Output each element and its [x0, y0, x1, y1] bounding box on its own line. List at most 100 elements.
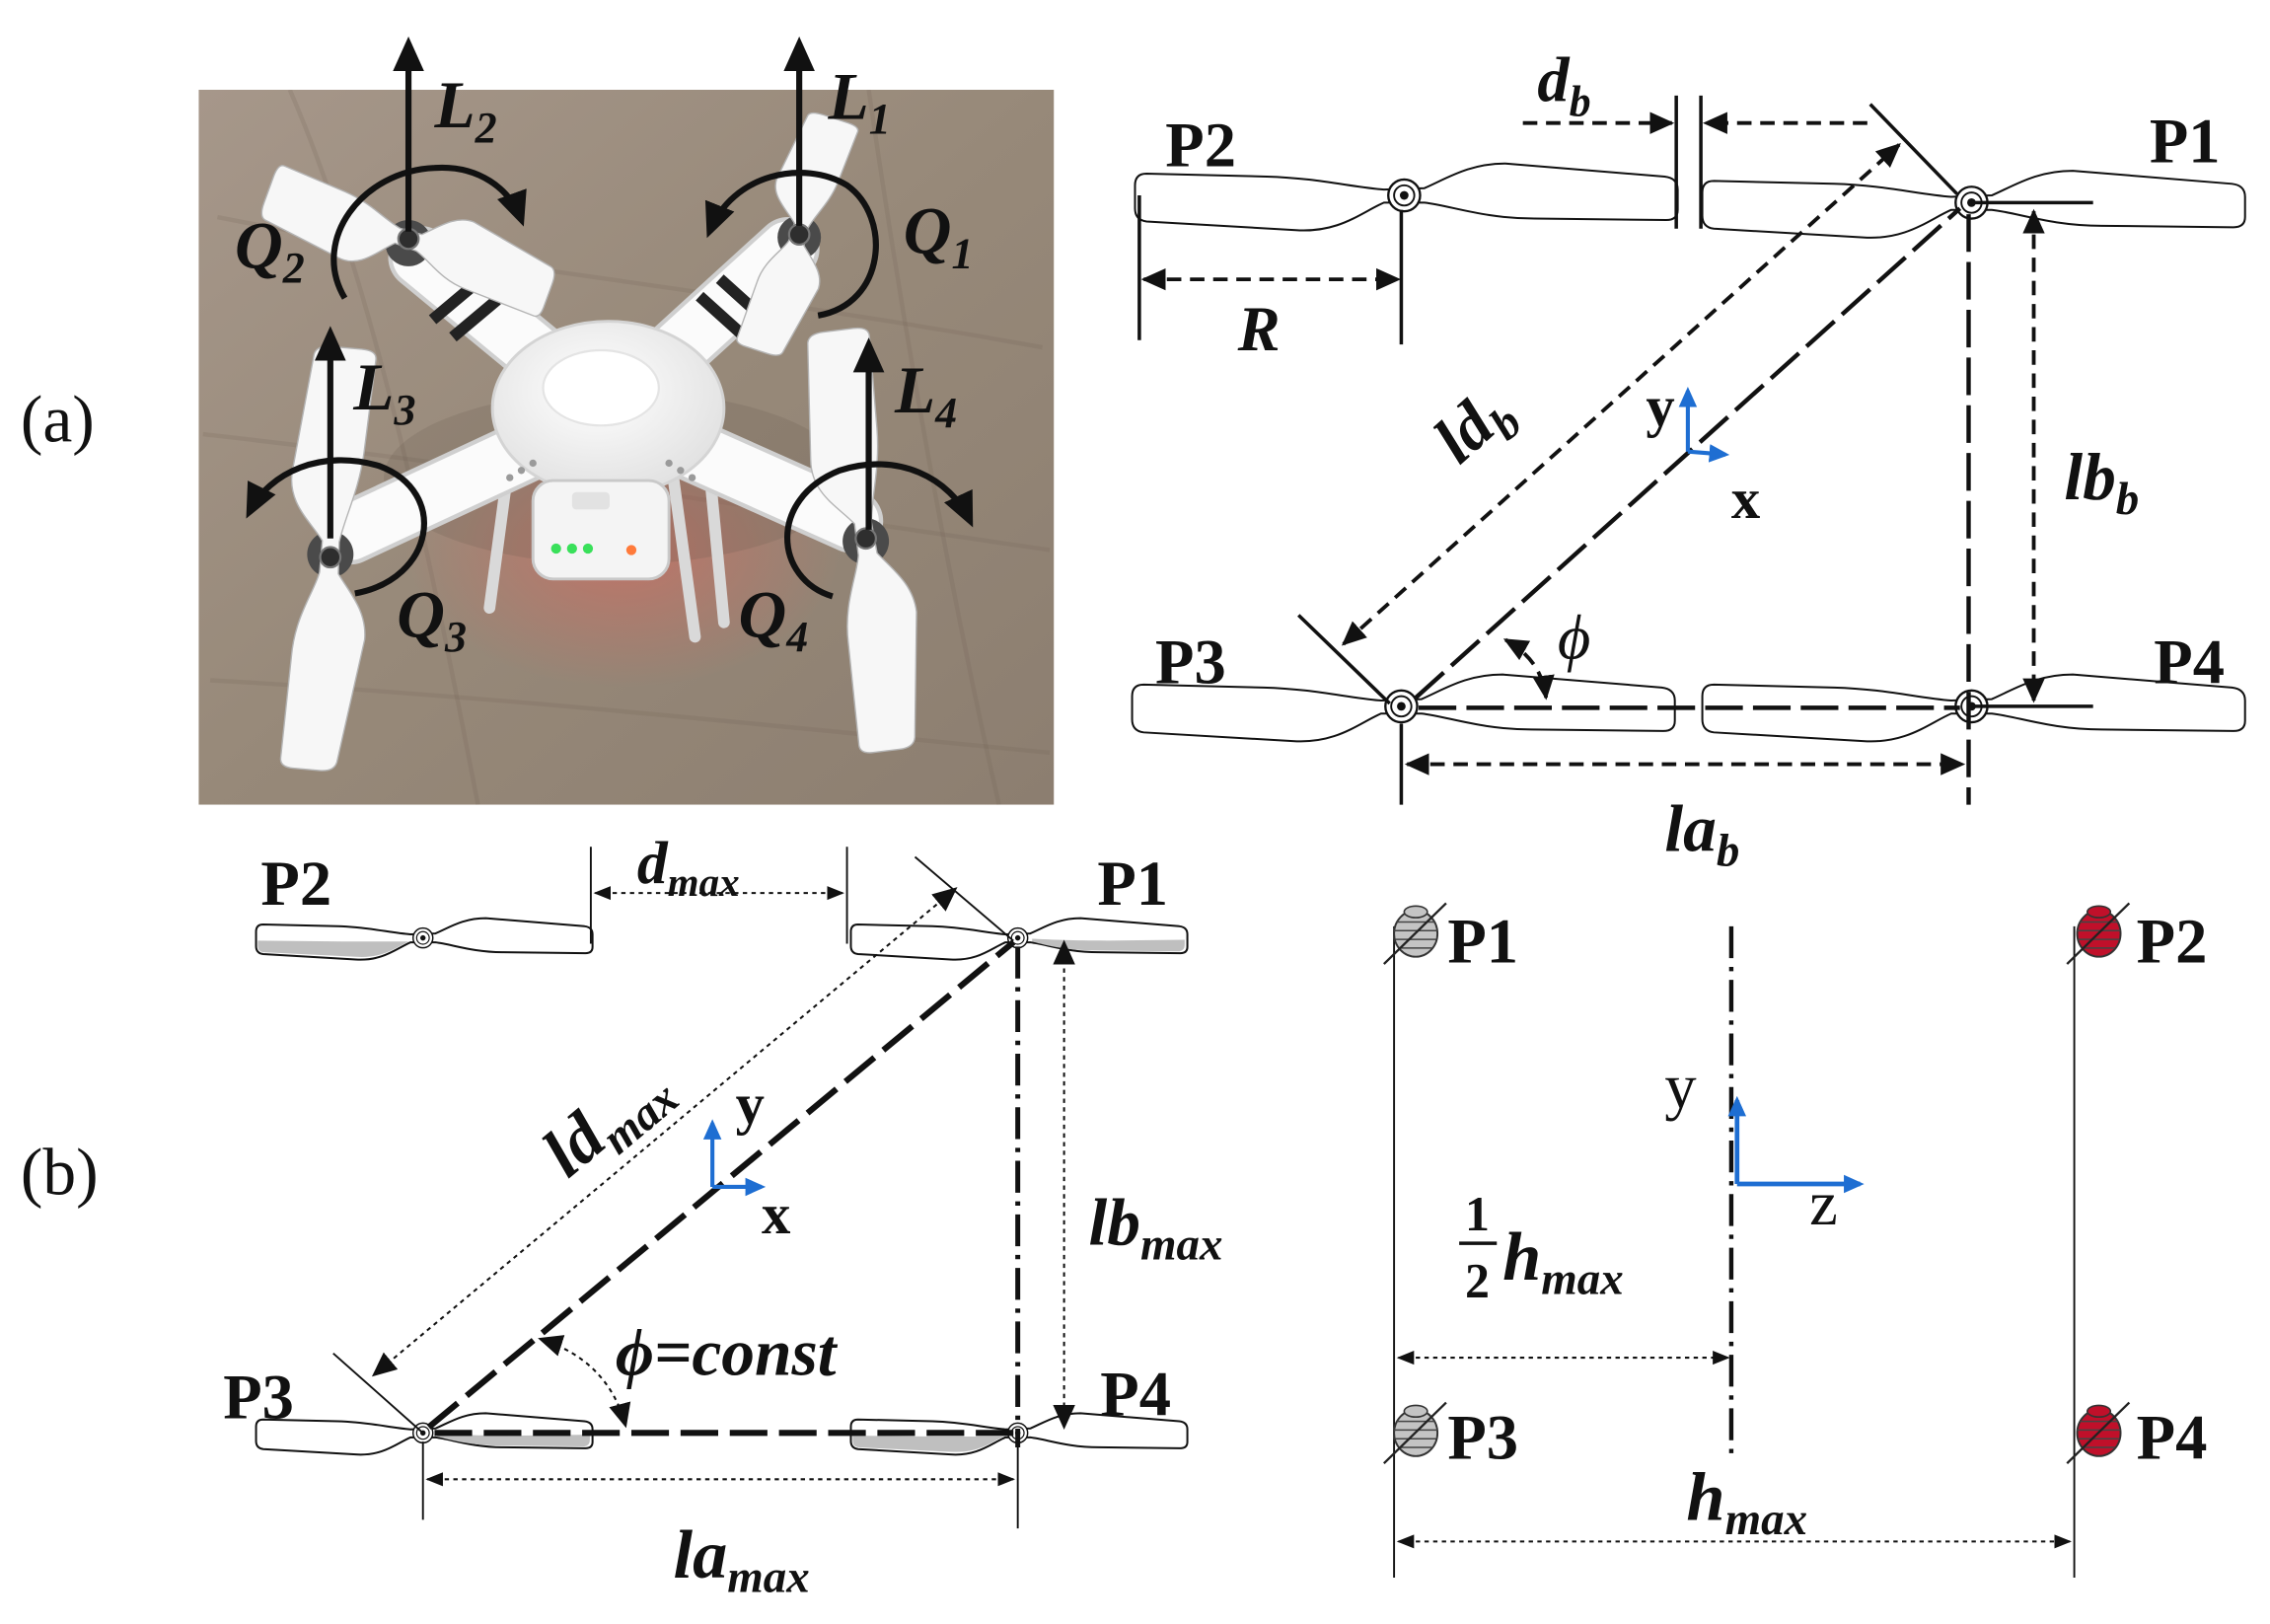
- label-lbmax-symbol: lb: [1089, 1186, 1140, 1260]
- phi-angle-arc: [1502, 637, 1555, 701]
- label-P2-a: P2: [1165, 110, 1236, 181]
- diagonal-tick-P1-b: [914, 855, 1014, 942]
- drone-photo: [198, 89, 1055, 805]
- label-lamax: lamax: [674, 1516, 810, 1603]
- hmax-subscript: max: [1725, 1494, 1807, 1545]
- label-phi: ϕ: [1558, 601, 1590, 672]
- label-Q1-symbol: Q: [904, 194, 952, 268]
- label-P3-a: P3: [1155, 626, 1226, 697]
- label-P1-a: P1: [2150, 105, 2221, 176]
- label-Q2-subscript: 2: [282, 244, 305, 292]
- label-lab-subscript: b: [1717, 825, 1739, 876]
- motor-icon-P1-side: [1382, 902, 1448, 966]
- label-lamax-symbol: la: [674, 1516, 728, 1593]
- rotor-P2-b: [255, 917, 594, 961]
- half-hmax-symbol: h: [1502, 1218, 1541, 1295]
- hub-P2-b: [411, 926, 434, 949]
- half-hmax-numerator: 1: [1465, 1187, 1490, 1241]
- label-hmax: hmax: [1686, 1458, 1807, 1545]
- label-Q4: Q4: [739, 577, 809, 661]
- label-lab-symbol: la: [1664, 792, 1716, 866]
- label-body-x-b: x: [762, 1182, 791, 1246]
- label-lbmax-subscript: max: [1140, 1218, 1222, 1270]
- motor-icon-P2-side: [2066, 902, 2131, 966]
- motor-spinners: [319, 223, 878, 569]
- label-L4-subscript: 4: [934, 389, 957, 437]
- battery-latch: [571, 491, 610, 510]
- diagonal-centerline-b: [426, 939, 1016, 1430]
- label-L3-subscript: 3: [394, 386, 416, 434]
- body-x-axis-arrow: [1687, 444, 1730, 463]
- label-lbb-subscript: b: [2116, 474, 2139, 525]
- half-hmax-subscript: max: [1541, 1254, 1623, 1305]
- status-leds: [550, 543, 637, 555]
- label-P3-side: P3: [1447, 1402, 1518, 1473]
- torque-arc-Q1: [704, 170, 879, 319]
- label-L2-symbol: L: [433, 68, 475, 142]
- label-L4: L4: [894, 353, 957, 437]
- label-L1: L1: [827, 59, 890, 143]
- lift-and-torque-arrows: [246, 36, 974, 600]
- battery-gimbal-block: [531, 479, 671, 581]
- label-P1-side: P1: [1447, 906, 1518, 977]
- label-body-y-a: y: [1646, 374, 1674, 438]
- label-lab: lab: [1664, 792, 1739, 877]
- label-ldmax: ldmax: [529, 1045, 689, 1199]
- label-P4-a: P4: [2154, 626, 2225, 697]
- arm-vents: [506, 459, 696, 481]
- hmax-symbol: h: [1686, 1458, 1724, 1535]
- diagonal-tick-P3-b: [332, 1352, 424, 1435]
- label-side-y: y: [1664, 1050, 1697, 1121]
- ldb-dimension-arrow: [1341, 143, 1901, 646]
- phi-const-angle-arc: [538, 1335, 631, 1429]
- label-side-z: z: [1809, 1167, 1838, 1238]
- half-hmax-term: hmax: [1502, 1218, 1624, 1305]
- diagonal-tick-P3: [1297, 614, 1391, 705]
- label-Q1-subscript: 1: [952, 229, 974, 277]
- half-hmax-denominator: 2: [1465, 1253, 1490, 1307]
- label-Q1: Q1: [904, 194, 974, 278]
- torque-arc-Q2: [330, 164, 527, 300]
- label-P1-b: P1: [1097, 848, 1168, 919]
- label-Q3-subscript: 3: [444, 613, 467, 661]
- label-Q3: Q3: [397, 577, 467, 661]
- label-half-hmax: 1 2 hmax: [1459, 1187, 1624, 1307]
- label-lbb-symbol: lb: [2064, 440, 2115, 514]
- label-Q4-subscript: 4: [785, 613, 808, 661]
- ldmax-dimension-arrow: [371, 887, 958, 1377]
- max-layout-top-view: P2 P1 P3 P4 dmax ldmax y x lbmax ϕ=const…: [223, 830, 1222, 1603]
- torque-arc-Q4: [784, 461, 974, 600]
- photo-labels: L2 L1 Q2 Q1 L3 L4 Q3 Q4: [235, 59, 973, 661]
- max-layout-side-view: P1 P2 P3 P4 y z 1 2 hmax hmax: [1382, 902, 2208, 1579]
- torque-arc-Q3: [246, 457, 427, 597]
- label-P2-b: P2: [260, 848, 331, 919]
- label-body-x-a: x: [1731, 467, 1761, 531]
- label-R: R: [1237, 293, 1281, 364]
- label-db-subscript: b: [1570, 77, 1591, 125]
- panel-a-label: (a): [21, 382, 95, 456]
- label-dmax-subscript: max: [668, 859, 740, 905]
- label-dmax: dmax: [637, 830, 740, 905]
- label-L2-subscript: 2: [475, 104, 497, 152]
- label-P3-b: P3: [223, 1362, 294, 1433]
- hub-P3: [1384, 689, 1419, 724]
- panel-b-label: (b): [21, 1135, 99, 1209]
- label-lbb: lbb: [2064, 440, 2139, 525]
- label-L2: L2: [433, 68, 496, 152]
- label-Q2-symbol: Q: [235, 208, 283, 282]
- label-P4-side: P4: [2137, 1402, 2208, 1473]
- diagonal-tick-P1: [1868, 103, 1959, 195]
- landing-gear: [483, 464, 730, 643]
- label-L3: L3: [352, 350, 415, 434]
- label-P2-side: P2: [2137, 906, 2208, 977]
- motor-icon-P4-side: [2066, 1401, 2131, 1465]
- label-Q4-symbol: Q: [739, 577, 787, 651]
- label-Q3-symbol: Q: [397, 577, 445, 651]
- label-phi-const: ϕ=const: [616, 1316, 839, 1390]
- label-lamax-subscript: max: [727, 1552, 809, 1603]
- label-body-y-b: y: [736, 1071, 765, 1136]
- label-L1-subscript: 1: [869, 95, 891, 143]
- label-L3-symbol: L: [352, 350, 394, 424]
- layout-diagram-a: P2 P1 P3 P4 db R ldb y x lbb ϕ lab: [1131, 44, 2247, 877]
